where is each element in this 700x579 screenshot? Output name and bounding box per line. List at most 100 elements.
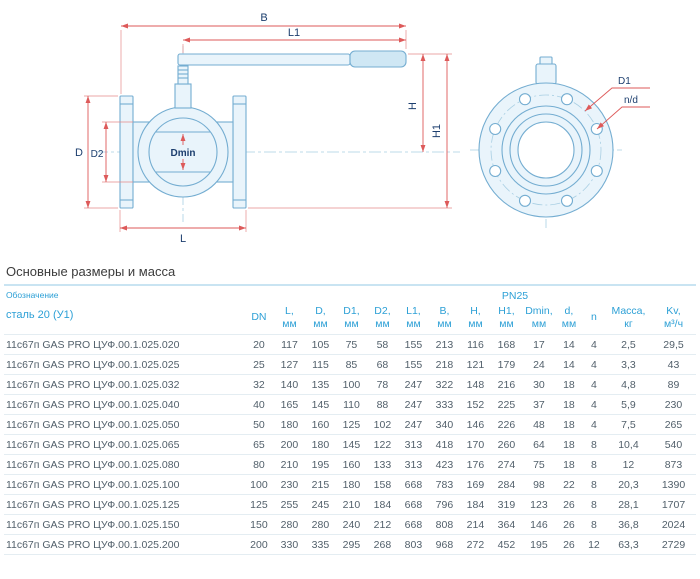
stem (174, 65, 192, 109)
ball (148, 117, 218, 187)
front-view: D1 n/d (470, 56, 650, 228)
value-cell: 80 (243, 454, 274, 475)
value-cell: 2024 (650, 514, 697, 535)
dim-label-b: B (260, 12, 267, 24)
value-cell: 48 (521, 414, 556, 435)
technical-drawing: B L1 H H1 (0, 0, 700, 258)
value-cell: 184 (366, 494, 398, 515)
value-cell: 8 (581, 434, 606, 455)
value-cell: 4,8 (605, 374, 651, 395)
value-cell: 340 (428, 414, 460, 435)
value-cell: 195 (521, 534, 556, 556)
dim-label-nd: n/d (624, 95, 638, 106)
section-title: Основные размеры и масса (6, 264, 176, 279)
value-cell: 12 (581, 534, 606, 556)
value-cell: 18 (555, 454, 582, 475)
value-cell: 8 (581, 494, 606, 515)
dimension-h: H (407, 53, 452, 152)
dim-label-d2: D2 (91, 149, 104, 160)
value-cell: 333 (428, 394, 460, 415)
dimension-nd: n/d (596, 95, 650, 130)
value-cell: 64 (521, 434, 556, 455)
column-header-h: H,мм (468, 305, 483, 330)
dimension-d1: D1 (584, 76, 650, 112)
value-cell: 152 (459, 394, 491, 415)
designation-cell: 11с67п GAS PRO ЦУФ.00.1.025.100 (3, 474, 244, 495)
bore-circle (517, 121, 575, 179)
value-cell: 7,5 (605, 414, 651, 435)
value-cell: 20 (243, 334, 274, 355)
value-cell: 295 (335, 534, 367, 556)
value-cell: 200 (273, 434, 305, 455)
value-cell: 40 (243, 394, 274, 415)
value-cell: 115 (304, 354, 336, 375)
value-cell: 127 (273, 354, 305, 375)
value-cell: 145 (335, 434, 367, 455)
value-cell: 26 (555, 494, 582, 515)
dimension-l: L (119, 210, 247, 245)
value-cell: 247 (397, 414, 429, 435)
value-cell: 155 (397, 334, 429, 355)
handle (177, 50, 407, 68)
value-cell: 75 (335, 334, 367, 355)
value-cell: 215 (304, 474, 336, 495)
value-cell: 26 (555, 514, 582, 535)
value-cell: 65 (243, 434, 274, 455)
value-cell: 88 (366, 394, 398, 415)
value-cell: 176 (459, 454, 491, 475)
value-cell: 214 (459, 514, 491, 535)
value-cell: 58 (366, 334, 398, 355)
value-cell: 125 (335, 414, 367, 435)
dim-label-d: D (75, 147, 83, 159)
value-cell: 105 (304, 334, 336, 355)
value-cell: 155 (397, 354, 429, 375)
value-cell: 4 (581, 394, 606, 415)
dim-label-h1: H1 (431, 124, 443, 138)
value-cell: 24 (521, 354, 556, 375)
value-cell: 85 (335, 354, 367, 375)
value-cell: 125 (243, 494, 274, 515)
value-cell: 100 (335, 374, 367, 395)
value-cell: 133 (366, 454, 398, 475)
value-cell: 364 (490, 514, 522, 535)
value-cell: 160 (335, 454, 367, 475)
pressure-class-header: PN25 (501, 290, 529, 302)
value-cell: 668 (397, 494, 429, 515)
value-cell: 28,1 (605, 494, 651, 515)
value-cell: 195 (304, 454, 336, 475)
value-cell: 122 (366, 434, 398, 455)
value-cell: 240 (335, 514, 367, 535)
designation-cell: 11с67п GAS PRO ЦУФ.00.1.025.125 (3, 494, 244, 515)
value-cell: 418 (428, 434, 460, 455)
value-cell: 200 (243, 534, 274, 556)
value-cell: 230 (273, 474, 305, 495)
value-cell: 37 (521, 394, 556, 415)
value-cell: 783 (428, 474, 460, 495)
value-cell: 668 (397, 474, 429, 495)
value-cell: 18 (555, 434, 582, 455)
value-cell: 968 (428, 534, 460, 556)
designation-header-cell: Обозначение сталь 20 (У1) (4, 288, 244, 335)
value-cell: 8 (581, 454, 606, 475)
dim-label-dmin: Dmin (171, 148, 196, 159)
value-cell: 225 (490, 394, 522, 415)
value-cell: 2729 (650, 534, 697, 556)
value-cell: 668 (397, 514, 429, 535)
value-cell: 170 (459, 434, 491, 455)
value-cell: 255 (273, 494, 305, 515)
value-cell: 18 (555, 394, 582, 415)
value-cell: 20,3 (605, 474, 651, 495)
dimension-dmin: Dmin (171, 134, 196, 170)
value-cell: 4 (581, 354, 606, 375)
value-cell: 17 (521, 334, 556, 355)
value-cell: 452 (490, 534, 522, 556)
